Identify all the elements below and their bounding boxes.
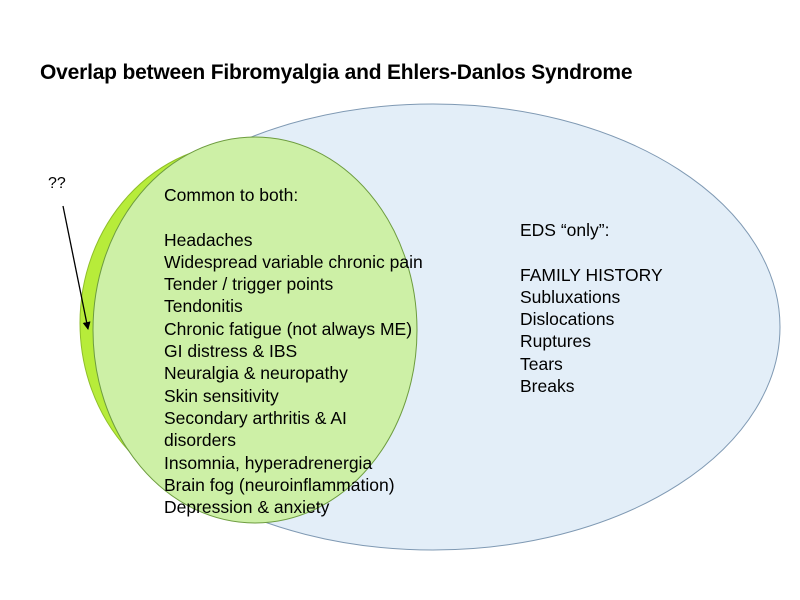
common-item: Insomnia, hyperadrenergia	[164, 452, 373, 473]
unknown-arrow	[62, 205, 91, 330]
eds-only-item: Tears	[520, 353, 563, 374]
eds-only-item: Ruptures	[520, 331, 592, 352]
fibromyalgia-circle	[92, 136, 418, 524]
common-item: Skin sensitivity	[164, 385, 279, 406]
common-item: Neuralgia & neuropathy	[164, 363, 348, 384]
eds-only-item: Breaks	[520, 376, 575, 397]
common-item: Widespread variable chronic pain	[164, 251, 423, 272]
common-item: Secondary arthritis & AI disorders	[164, 407, 347, 451]
eds-only-list: FAMILY HISTORY Subluxations Dislocations…	[520, 264, 663, 398]
common-item: Tender / trigger points	[164, 274, 334, 295]
common-item: Brain fog (neuroinflammation)	[164, 474, 395, 495]
eds-only-item: Dislocations	[520, 309, 615, 330]
common-item: Headaches	[164, 229, 253, 250]
common-section: Common to both: Headaches Widespread var…	[164, 184, 423, 518]
eds-only-heading: EDS “only”:	[520, 220, 610, 240]
eds-only-section: EDS “only”: FAMILY HISTORY Subluxations …	[520, 219, 663, 397]
common-item: Chronic fatigue (not always ME)	[164, 318, 413, 339]
common-item: GI distress & IBS	[164, 341, 298, 362]
unknown-label: ??	[48, 175, 66, 192]
common-item: Depression & anxiety	[164, 497, 330, 518]
common-list: Headaches Widespread variable chronic pa…	[164, 229, 423, 519]
common-item: Tendonitis	[164, 296, 243, 317]
eds-only-item: FAMILY HISTORY	[520, 264, 663, 285]
diagram-title: Overlap between Fibromyalgia and Ehlers-…	[40, 61, 633, 84]
common-heading: Common to both:	[164, 185, 299, 205]
eds-only-item: Subluxations	[520, 286, 621, 307]
